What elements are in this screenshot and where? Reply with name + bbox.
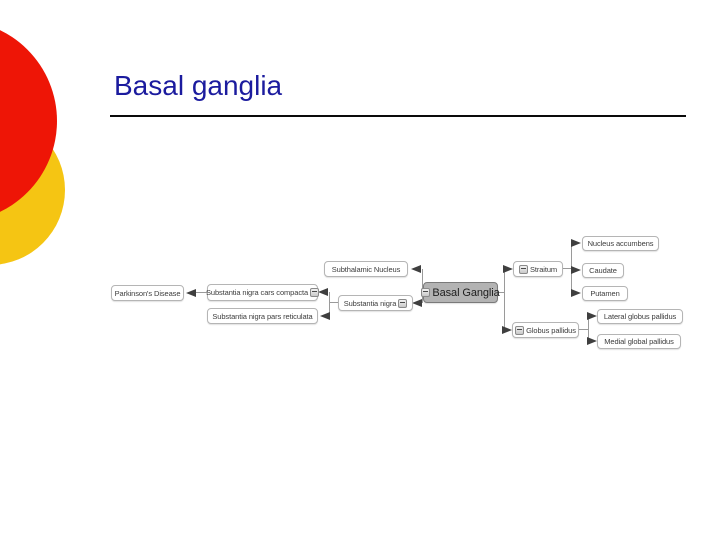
mindmap-node-parkinsons-disease: Parkinson's Disease	[111, 285, 184, 301]
node-label: Caudate	[589, 266, 617, 275]
node-label: Nucleus accumbens	[587, 239, 654, 248]
collapse-icon	[421, 288, 431, 297]
arrowhead-left-icon	[318, 288, 328, 296]
mindmap-node-putamen: Putamen	[582, 286, 628, 301]
mindmap-root-basal-ganglia: Basal Ganglia	[421, 282, 500, 303]
node-label: Parkinson's Disease	[114, 288, 181, 298]
mindmap-node-caudate: Caudate	[582, 263, 624, 278]
connector-line	[578, 329, 588, 330]
node-label: Subthalamic Nucleus	[331, 264, 401, 274]
mindmap-node-lateral-globus-pallidus: Lateral globus pallidus	[597, 309, 683, 324]
node-label: Substantia nigra pars reticulata	[212, 311, 313, 321]
collapse-icon	[518, 264, 528, 274]
arrowhead-left-icon	[412, 299, 422, 307]
mindmap-node-nucleus-accumbens: Nucleus accumbens	[582, 236, 659, 251]
mindmap-node-medial-global-pallidus: Medial global pallidus	[597, 334, 681, 349]
collapse-icon	[310, 288, 320, 297]
arrowhead-right-icon	[571, 266, 581, 274]
node-label: Globus pallidus	[526, 325, 576, 335]
slide-title: Basal ganglia	[114, 70, 283, 101]
arrowhead-right-icon	[503, 265, 513, 273]
connector-line	[329, 292, 330, 316]
arrowhead-right-icon	[587, 312, 597, 320]
mindmap-node-globus-pallidus: Globus pallidus	[512, 322, 579, 338]
arrowhead-left-icon	[320, 312, 330, 320]
arrowhead-right-icon	[571, 289, 581, 297]
arrowhead-left-icon	[411, 265, 421, 273]
mindmap-node-substantia-nigra-cars-compacta: Substantia nigra cars compacta	[205, 284, 320, 301]
mindmap-node-straitum: Straitum	[513, 261, 563, 277]
connector-line	[329, 302, 338, 303]
node-label: Basal Ganglia	[432, 286, 500, 299]
collapse-icon	[515, 325, 525, 335]
connector-line	[497, 292, 504, 293]
connector-line	[196, 292, 207, 293]
node-label: Medial global pallidus	[604, 337, 674, 346]
connector-line	[504, 269, 505, 330]
arrowhead-right-icon	[587, 337, 597, 345]
node-label: Putamen	[590, 289, 620, 298]
connector-line	[563, 268, 571, 269]
mindmap-node-substantia-nigra: Substantia nigra	[338, 295, 413, 311]
title-underline	[110, 115, 686, 117]
node-label: Substantia nigra cars compacta	[205, 288, 309, 297]
connector-line	[422, 269, 423, 303]
mindmap-node-subthalamic-nucleus: Subthalamic Nucleus	[324, 261, 408, 277]
node-label: Substantia nigra	[343, 298, 397, 308]
arrowhead-left-icon	[186, 289, 196, 297]
collapse-icon	[398, 298, 408, 308]
node-label: Straitum	[529, 264, 558, 274]
arrowhead-right-icon	[502, 326, 512, 334]
mindmap-node-substantia-nigra-pars-reticulata: Substantia nigra pars reticulata	[207, 308, 318, 324]
connector-line	[588, 316, 589, 342]
node-label: Lateral globus pallidus	[603, 312, 677, 321]
arrowhead-right-icon	[571, 239, 581, 247]
